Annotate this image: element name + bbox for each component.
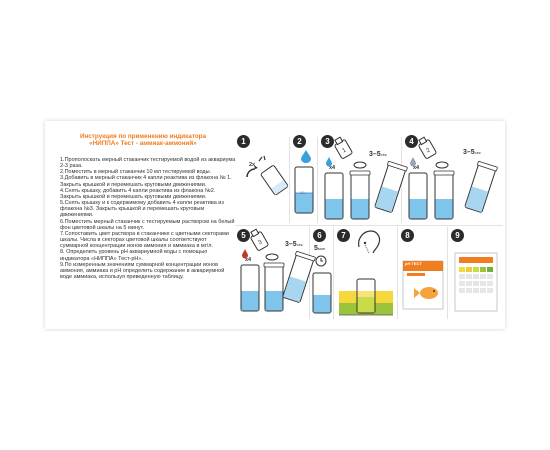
cup-icon — [294, 166, 314, 214]
instruction-step-7: 7.Сопоставить цвет раствора в стаканчике… — [60, 230, 229, 250]
reagent-drop-icon — [242, 249, 248, 259]
instruction-step-4: 4.Снять крышку, добавить 4 капли реактив… — [60, 187, 216, 200]
cup-icon — [408, 172, 428, 220]
separator — [317, 137, 318, 223]
step-5-shake-time: 3–5сек — [285, 241, 303, 248]
step-4-shake-time: 3–5сек — [463, 149, 481, 156]
instruction-step-6: 6.Поместить мерный стаканчик с тестируем… — [60, 218, 235, 231]
step-illustrations: 1 2x 2 10 3 1 — [235, 135, 503, 327]
instruction-card: Инструкция по применению индикатора «НИП… — [45, 121, 505, 329]
ph-box-label: pH ТЕСТ — [405, 261, 422, 266]
cup-lid-icon — [353, 161, 367, 169]
instruction-step-8: 8. Определить уровень pH аквариумной вод… — [60, 249, 208, 262]
reagent-bottle-2-icon: 2 — [418, 136, 437, 159]
step-1-badge: 1 — [237, 135, 250, 148]
separator — [447, 227, 448, 319]
water-drop-icon — [301, 150, 311, 163]
step-5-drop-count: x4 — [245, 257, 252, 263]
closed-cup-icon — [263, 262, 285, 312]
wait-time-value: 5 — [314, 245, 318, 252]
shake-time-value: 3–5 — [369, 151, 381, 158]
instruction-step-2: 2.Поместить в мерный стаканчик 10 мл тес… — [60, 169, 212, 176]
separator — [289, 137, 290, 223]
shake-time-unit: сек — [296, 242, 303, 247]
step-5-badge: 5 — [237, 229, 250, 242]
cup-lid-icon — [265, 253, 279, 261]
color-scale-icon — [339, 278, 393, 316]
shaking-cup-icon — [374, 161, 408, 213]
step-9-badge: 9 — [451, 229, 464, 242]
reagent-bottle-1-icon: 1 — [334, 136, 353, 159]
step-3-drop-count: x4 — [329, 165, 336, 171]
cup-lid-icon — [435, 161, 449, 169]
reagent-bottle-3-icon: 3 — [250, 228, 269, 251]
title-line-1: Инструкция по применению индикатора — [79, 133, 207, 140]
shake-time-unit: сек — [380, 152, 387, 157]
shaking-cup-icon — [282, 251, 316, 303]
step-8-badge: 8 — [401, 229, 414, 242]
step-4-badge: 4 — [405, 135, 418, 148]
closed-cup-icon — [349, 170, 371, 220]
instruction-step-5: 5.Снять крышку и к содержимому добавить … — [60, 200, 224, 219]
instruction-step-3: 3.Добавить в мерный стаканчик 4 капли ре… — [60, 175, 232, 188]
reagent-drop-icon — [326, 157, 332, 167]
step-7-badge: 7 — [337, 229, 350, 242]
svg-text:1: 1 — [342, 147, 348, 154]
cup-icon — [324, 172, 344, 220]
wait-time-unit: мин — [317, 246, 326, 251]
closed-cup-icon — [433, 170, 455, 220]
step-3-badge: 3 — [321, 135, 334, 148]
shake-time-unit: сек — [474, 150, 481, 155]
separator — [397, 227, 398, 319]
shaking-cup-icon — [464, 161, 498, 213]
instruction-step-1: 1.Прополоскать мерный стаканчик тестируе… — [60, 157, 236, 170]
cup-icon — [240, 264, 260, 312]
title-line-2: «НИППА» Тест - аммиак-аммоний» — [89, 140, 197, 147]
instruction-step-9: 9.По измеренным значениям суммарной конц… — [60, 261, 225, 280]
step-6-wait-time: 5мин — [314, 245, 325, 252]
cup-volume-label: 10 — [300, 190, 305, 195]
shake-time-value: 3–5 — [285, 241, 297, 248]
svg-text:3: 3 — [258, 239, 264, 246]
step-4-drop-count: x4 — [413, 165, 420, 171]
step-2-badge: 2 — [293, 135, 306, 148]
eye-observer-icon — [358, 230, 381, 254]
separator — [333, 227, 334, 319]
separator — [235, 225, 503, 226]
ph-test-box-icon — [402, 260, 444, 310]
svg-text:2: 2 — [426, 147, 432, 154]
step-1-rinse-count: 2x — [249, 162, 256, 168]
instruction-text: 1.Прополоскать мерный стаканчик тестируе… — [60, 157, 236, 280]
reagent-drop-icon — [410, 157, 416, 167]
instruction-title: Инструкция по применению индикатора «НИП… — [49, 133, 237, 147]
step-6-badge: 6 — [313, 229, 326, 242]
ammonia-table-card-icon — [454, 252, 498, 312]
clock-icon — [315, 255, 327, 267]
shake-time-value: 3–5 — [463, 149, 475, 156]
cup-icon — [312, 272, 332, 314]
rinse-cup-icon — [246, 155, 289, 196]
step-3-shake-time: 3–5сек — [369, 151, 387, 158]
